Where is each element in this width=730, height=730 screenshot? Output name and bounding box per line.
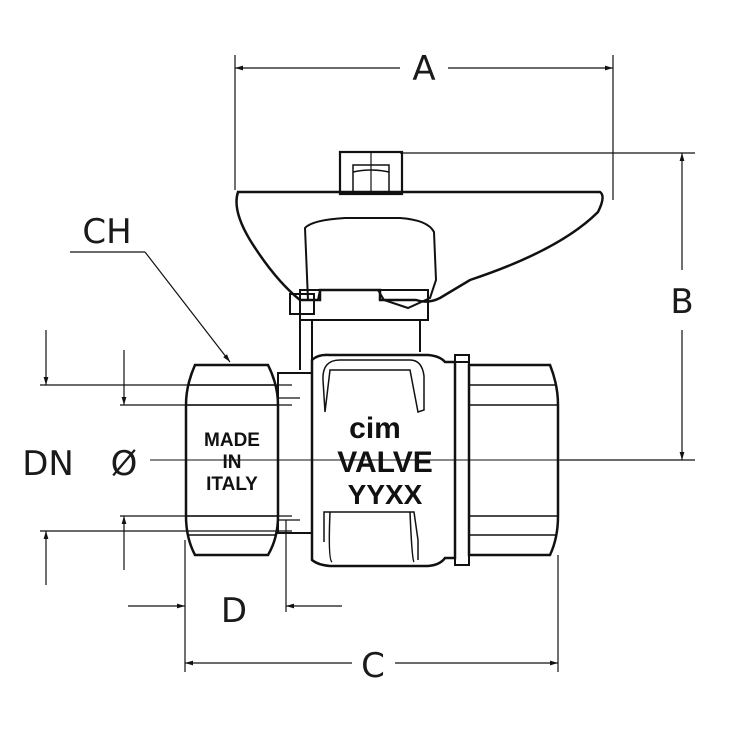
right-end-fitting xyxy=(467,363,560,557)
valve-handle xyxy=(235,150,604,310)
dimension-dn: DN xyxy=(22,330,292,585)
dim-a-label: A xyxy=(412,49,435,89)
hex-text-line2: IN xyxy=(223,452,242,473)
body-text-line2: YYXX xyxy=(348,479,423,510)
dim-dn-label: DN xyxy=(22,444,74,484)
brand-logo: cim xyxy=(349,412,401,445)
hex-text-line1: MADE xyxy=(204,430,260,451)
dim-b-label: B xyxy=(670,282,693,322)
dimension-a: A xyxy=(234,49,614,200)
dimension-d: D xyxy=(128,520,342,631)
dim-diameter-label: Ø xyxy=(111,444,138,484)
hex-text-line3: ITALY xyxy=(206,474,258,495)
dim-d-label: D xyxy=(221,591,247,631)
dim-c-label: C xyxy=(361,646,385,686)
dim-ch-label: CH xyxy=(82,212,131,252)
valve-body: cim VALVE YYXX xyxy=(310,353,470,568)
hex-end-fitting: MADE IN ITALY xyxy=(184,363,313,557)
valve-stem xyxy=(289,289,429,370)
body-text-line1: VALVE xyxy=(337,446,433,479)
dimension-b: B xyxy=(400,152,695,461)
dimension-ch: CH xyxy=(70,212,231,363)
